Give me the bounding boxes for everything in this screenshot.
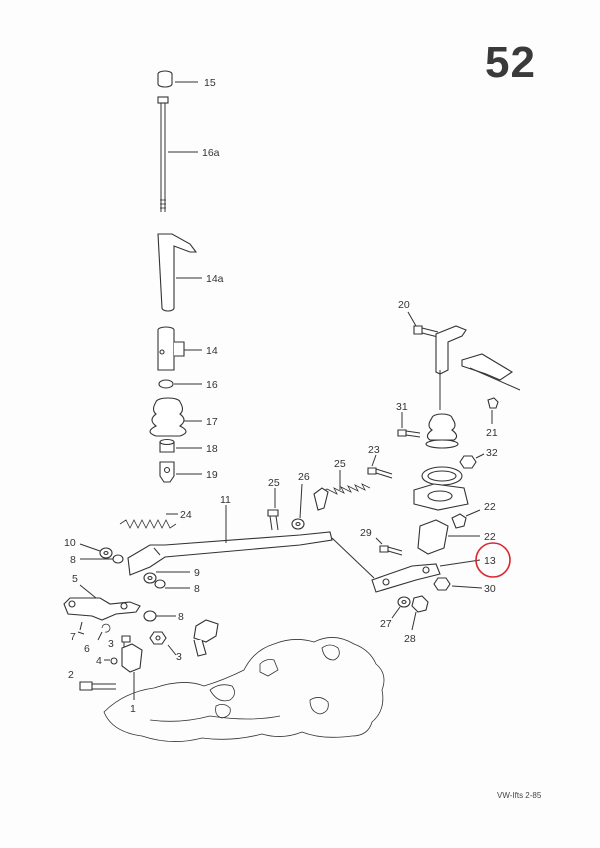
- callout-26: 25: [268, 477, 280, 489]
- part-linkage-joint: [193, 619, 219, 657]
- part-24-clip: [451, 509, 481, 529]
- callout-14: 14: [206, 345, 218, 357]
- callout-27-top: 26: [298, 471, 310, 483]
- footer-code: VW-Ifts 2-85: [497, 791, 542, 800]
- part-16a-rod: [157, 96, 198, 212]
- part-7-pin: [77, 621, 85, 635]
- part-2-screw: [79, 681, 116, 691]
- gearbox-housing-outline: [103, 637, 385, 742]
- part-15-cap: [157, 70, 198, 88]
- part-gasket-ring: [413, 466, 469, 511]
- part-8-washer-mid: [154, 579, 190, 589]
- part-29-bolt: [375, 537, 403, 556]
- part-25-spring-left: [119, 513, 178, 529]
- part-6-clip: [97, 623, 111, 641]
- part-1-bracket: [121, 643, 143, 700]
- part-18-bushing: [159, 438, 202, 453]
- callout-8-upper: 8: [70, 554, 76, 566]
- callout-3-lower: 4: [96, 655, 102, 667]
- part-16-clip: [158, 379, 202, 389]
- callout-23: 23: [368, 444, 380, 456]
- callout-19: 19: [206, 469, 218, 481]
- callout-20: 20: [398, 299, 410, 311]
- callout-17: 17: [206, 416, 218, 428]
- callout-14a: 14a: [206, 273, 224, 285]
- callout-6: 6: [84, 643, 90, 655]
- callout-22: 22: [484, 531, 496, 543]
- part-3-bolt-lower: [104, 657, 118, 665]
- part-22-bracket: [417, 519, 480, 555]
- part-8-washer-upper: [80, 554, 124, 564]
- callout-24: 22: [484, 501, 496, 513]
- callout-28: 28: [404, 633, 416, 645]
- part-boot-right: [425, 370, 459, 449]
- part-21-clip: [487, 397, 499, 424]
- callout-13: 13: [484, 555, 496, 567]
- callout-1: 1: [130, 703, 136, 715]
- part-25-spring-right: [313, 470, 371, 511]
- part-4-nut: [149, 631, 177, 656]
- part-20-bolt: [407, 311, 439, 338]
- callout-11: 11: [220, 494, 231, 506]
- part-19-joint: [159, 461, 202, 483]
- part-13-relay-lever: [331, 537, 481, 593]
- part-8-washer-low: [143, 610, 176, 622]
- callout-3-upper: 3: [108, 638, 114, 650]
- callout-16: 16: [206, 379, 218, 391]
- callout-31: 31: [396, 401, 408, 413]
- page-number: 52: [485, 38, 536, 87]
- callout-32: 32: [486, 447, 498, 459]
- part-28-nut: [411, 595, 429, 631]
- part-31-bolt: [397, 412, 421, 438]
- highlight-circle: [475, 542, 511, 578]
- callout-25-right: 25: [334, 458, 346, 470]
- callout-10: 10: [64, 537, 76, 549]
- part-32-nut: [459, 453, 485, 469]
- callout-25-left: 24: [180, 509, 192, 521]
- part-27-washer-bottom: [391, 596, 411, 619]
- callout-27-bottom: 27: [380, 618, 392, 630]
- part-10-washer: [79, 543, 113, 559]
- callout-15: 15: [204, 77, 216, 89]
- part-23-bolt: [367, 454, 393, 479]
- callout-8-low: 8: [178, 611, 184, 623]
- part-upper-lever: [435, 325, 521, 391]
- callout-29: 29: [360, 527, 372, 539]
- part-5-selector-lever: [63, 584, 141, 621]
- callout-30: 30: [484, 583, 496, 595]
- callout-5: 5: [72, 573, 78, 585]
- callout-16a: 16a: [202, 147, 220, 159]
- callout-7: 7: [70, 631, 76, 643]
- part-14a-lever: [157, 233, 202, 312]
- part-17-boot: [149, 397, 202, 437]
- callout-9: 9: [194, 567, 200, 579]
- callout-labels: 15 16a 14a 14 16 17 18 19 11 24 25 25 26…: [64, 77, 498, 715]
- highlighted-callout: 13: [475, 542, 511, 578]
- part-11-shift-rod: [127, 505, 333, 576]
- callout-2: 2: [68, 669, 74, 681]
- callout-21: 21: [486, 427, 498, 439]
- callout-18: 18: [206, 443, 218, 455]
- part-26-bolt: [267, 488, 279, 531]
- part-30-nut: [433, 577, 483, 591]
- part-27-washer-top: [291, 483, 305, 530]
- part-14-housing: [157, 326, 202, 371]
- part-9-washer: [143, 571, 190, 584]
- callout-4: 3: [176, 651, 182, 663]
- callout-8-mid: 8: [194, 583, 200, 595]
